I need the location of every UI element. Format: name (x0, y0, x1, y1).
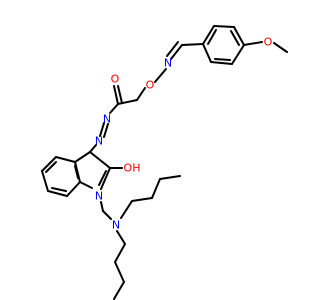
bond (166, 41, 179, 57)
bond (100, 201, 104, 212)
bond (74, 165, 79, 179)
atom-label-layer: O N O O N N OH N N (95, 36, 273, 232)
bond (113, 85, 119, 105)
bond (41, 170, 49, 192)
bond (207, 29, 217, 45)
bond (51, 187, 67, 192)
bond (233, 26, 245, 46)
bond (131, 197, 153, 202)
atom-label: N (95, 135, 103, 148)
bond (136, 87, 146, 101)
bond (120, 200, 133, 219)
bond (114, 243, 126, 263)
bond (202, 25, 215, 45)
bond (89, 151, 111, 169)
bond (116, 230, 126, 245)
bond (100, 167, 111, 190)
atom-label: OH (124, 162, 141, 175)
bond (47, 190, 68, 197)
bond (66, 181, 81, 197)
bond (98, 170, 107, 186)
bond (231, 44, 245, 65)
atom-label: N (164, 57, 172, 70)
bond (74, 151, 91, 163)
bond (89, 144, 97, 153)
atom-label: N (112, 219, 120, 232)
atom-label: O (111, 73, 120, 86)
atom-label: O (146, 79, 155, 92)
bond (154, 68, 167, 83)
bond (41, 156, 57, 172)
bond (159, 175, 181, 180)
bond (214, 58, 231, 61)
atom-label: N (95, 190, 103, 203)
bond (55, 156, 76, 163)
bond (230, 30, 240, 46)
bond (45, 161, 57, 173)
bond (202, 43, 212, 63)
bond (109, 103, 119, 114)
bond (117, 85, 123, 104)
molecule-structure: O N O O N N OH N N (41, 25, 288, 300)
bond-layer (41, 25, 288, 300)
bond (170, 44, 183, 60)
bond (113, 281, 125, 300)
bond (243, 41, 263, 46)
bond (151, 178, 161, 199)
atom-label: O (264, 36, 273, 49)
bond (213, 25, 235, 28)
bond (181, 43, 204, 46)
bond (273, 42, 288, 53)
atom-label: N (103, 113, 111, 126)
bond (102, 210, 112, 220)
bond (210, 61, 233, 65)
bond (79, 181, 93, 189)
bond (114, 261, 125, 283)
bond (103, 123, 109, 138)
bond (99, 122, 105, 137)
